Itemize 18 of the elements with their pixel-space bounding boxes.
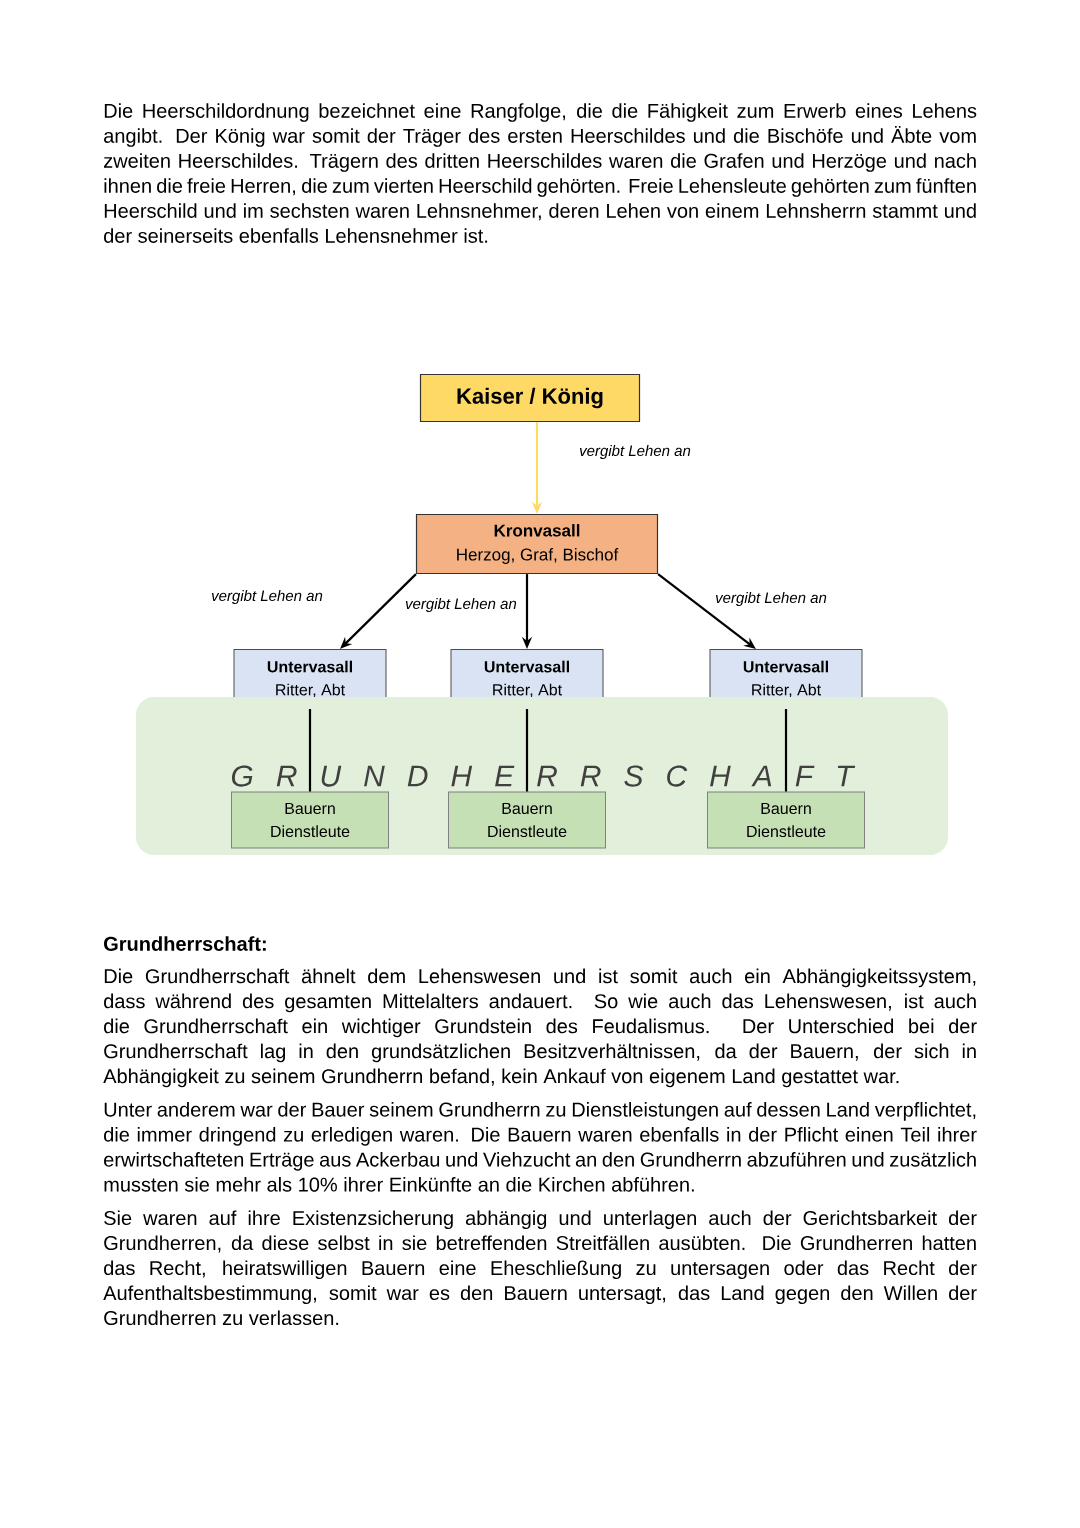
section-heading: Grundherrschaft: <box>104 936 266 951</box>
edge-label: vergibt Lehen an <box>210 589 324 605</box>
edge-label: vergibt Lehen an <box>714 591 828 607</box>
connector-line <box>308 709 312 792</box>
rank-box: Kaiser / König <box>419 373 641 423</box>
rank-box: Kronvasall Herzog, Graf, Bischof <box>415 513 659 575</box>
arrow <box>340 573 417 649</box>
edge-label: vergibt Lehen an <box>404 597 518 613</box>
rank-box: Bauern Dienstleute <box>448 791 606 849</box>
paragraph: Sie waren auf ihre Existenzsicherung abhängig und unterlagen auch der Gerichtsbarkeit der Grundherren, da diese selbst in sie betreffenden Streitfällen ausübten. Die Grundherren hatten das Recht, heiratswilligen Bauern eine Eheschließung zu untersagen oder das Recht der Aufenthaltsbestimmung, somit war es den Bauern untersagt, das Land gegen den Willen der Grundherren zu verlassen. <box>103 1210 977 1326</box>
connector-line <box>784 709 788 792</box>
rank-box: Bauern Dienstleute <box>231 791 389 849</box>
paragraph: Die Grundherrschaft ähnelt dem Lehenswesen und ist somit auch ein Abhängigkeitssystem, dass während des gesamten Mittelalters andauert. So wie auch das Lehenswesen, ist auch die Grundherrschaft ein wichtiger Grundstein des Feudalismus. Der Unterschied bei der Grundherrschaft lag in den grundsätzlichen Besitzverhältnissen, da der Bauern, der sich in Abhängigkeit zu seinem Grundherrn befand, kein Ankauf von eigenem Land gestattet war. <box>103 968 977 1088</box>
paragraph: Unter anderem war der Bauer seinem Grundherrn zu Dienstleistungen auf dessen Land verpflichtet, die immer dringend zu erledigen waren. Die Bauern waren ebenfalls in der Pflicht einen Teil ihrer erwirtschafteten Erträge aus Ackerbau und Viehzucht an den Grundherrn abzuführen und zusätzlich mussten sie mehr als 10% ihrer Einkünfte an die Kirchen abführen. <box>104 1102 977 1192</box>
connector-line <box>525 709 529 792</box>
rank-box: Bauern Dienstleute <box>707 791 865 849</box>
edge-label: vergibt Lehen an <box>578 444 692 460</box>
paragraph: Die Heerschildordnung bezeichnet eine Rangfolge, die die Fähigkeit zum Erwerb eines Lehens angibt. Der König war somit der Träger des ersten Heerschildes und die Bischöfe und Äbte vom zweiten Heerschildes. Trägern des dritten Heerschildes waren die Grafen und Herzöge und nach ihnen die freie Herren, die zum vierten Heerschild gehörten. Freie Lehensleute gehörten zum fünften Heerschild und im sechsten waren Lehnsnehmer, deren Lehen von einem Lehnsherrn stammt und der seinerseits ebenfalls Lehensnehmer ist. <box>104 103 977 243</box>
